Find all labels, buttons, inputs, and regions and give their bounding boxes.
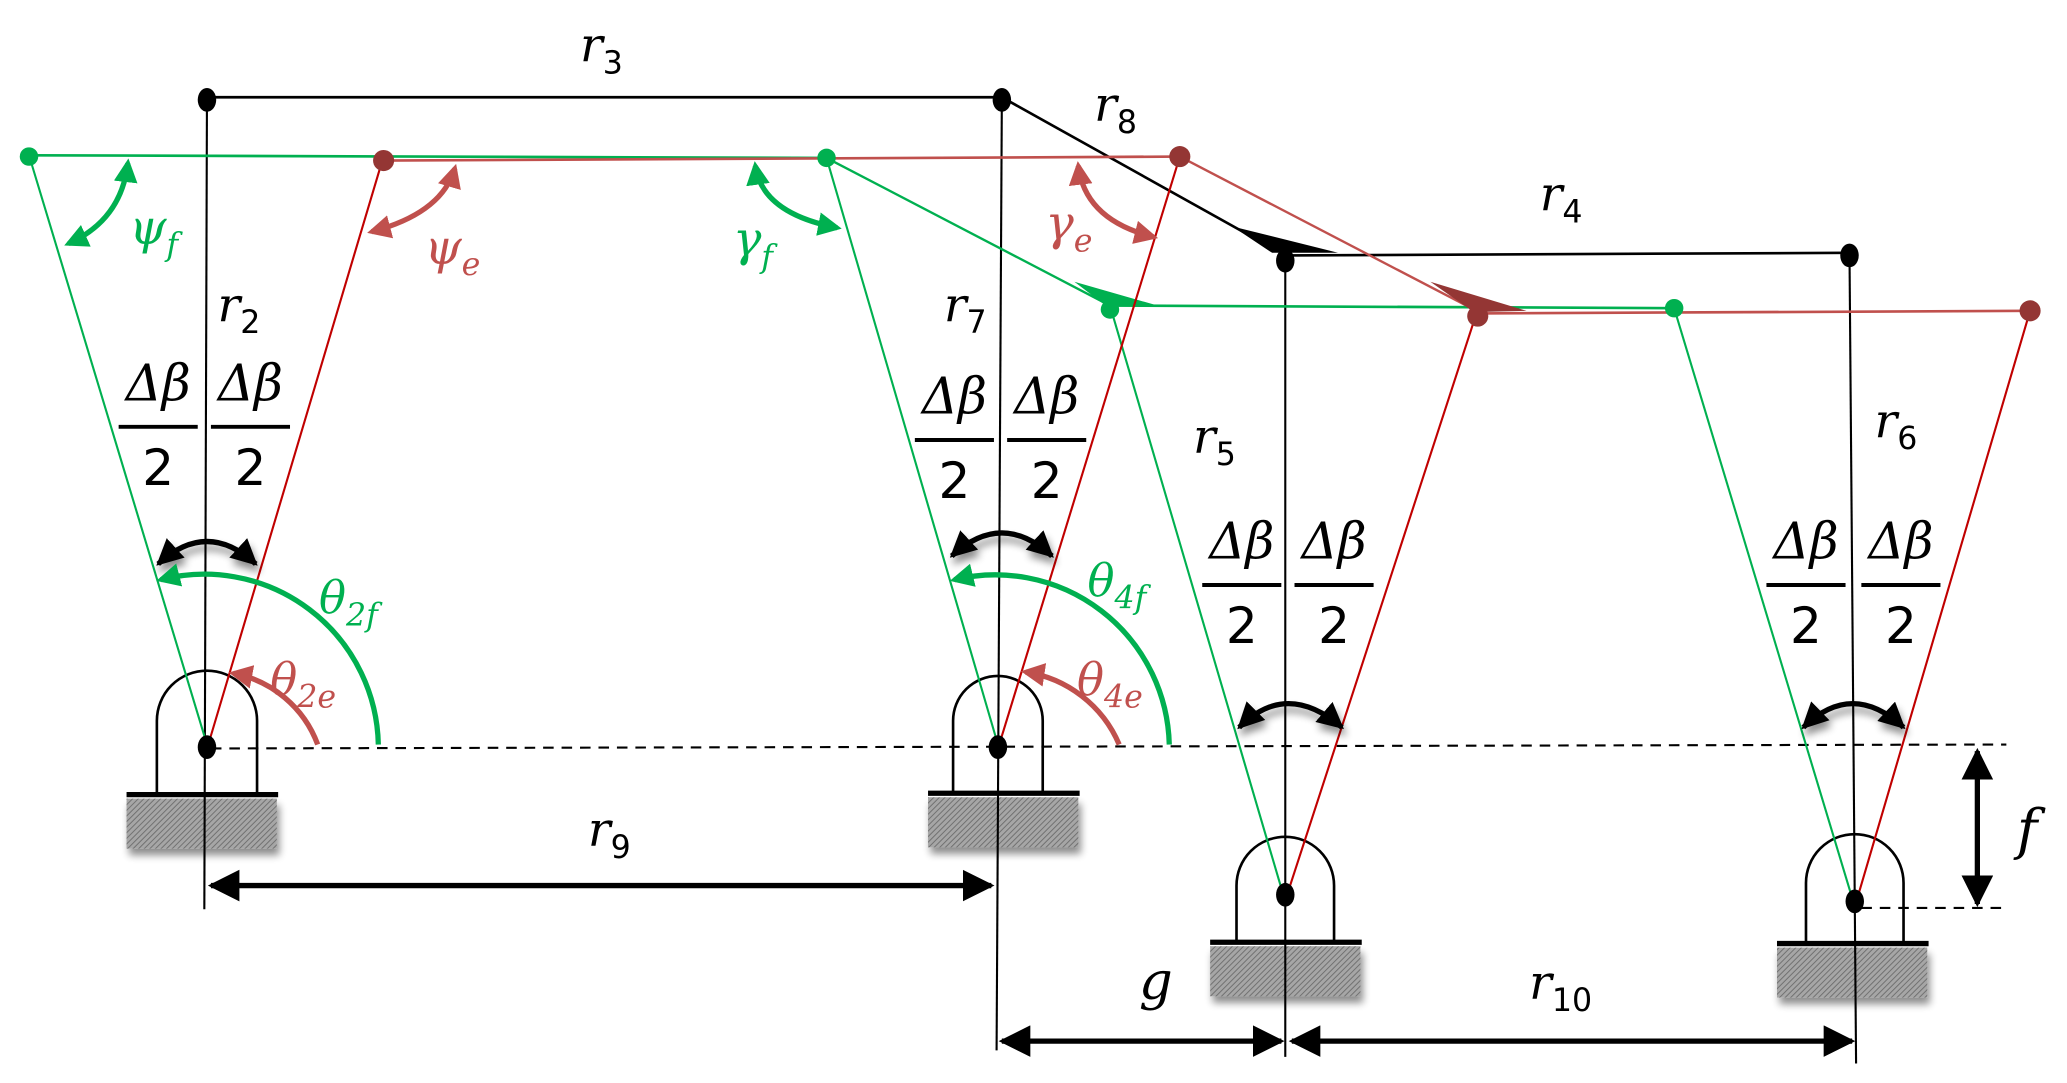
extended-joint-2	[1169, 146, 1191, 168]
fraction-denominator-r5-left: 2	[1226, 597, 1258, 655]
psi-f-arrow	[64, 158, 138, 247]
extended-joint-1	[373, 149, 395, 172]
extended-crank-r6	[1857, 310, 2032, 894]
label-r4: r4	[1540, 168, 1583, 231]
ground-pivot-r2	[197, 735, 217, 760]
joint-r3-r7	[992, 88, 1012, 112]
ground-block	[126, 798, 277, 849]
flexed-crank-r6	[1673, 307, 1852, 894]
ground-pivot-r6	[1845, 889, 1864, 914]
delta-beta-arrow-r7	[949, 530, 1054, 558]
label-psi-f: ψf	[129, 201, 183, 264]
fraction-denominator-r6-right: 2	[1885, 597, 1917, 655]
fraction-numerator-r5-right: Δβ	[1299, 513, 1366, 571]
label-r3: r3	[580, 19, 623, 82]
extended-crank-r7	[998, 156, 1181, 745]
extended-coupler-slant	[1179, 155, 1477, 312]
label-r10: r10	[1529, 956, 1592, 1019]
label-gamma-f: γf	[733, 212, 778, 275]
label-theta-4e: θ4e	[1077, 652, 1143, 715]
gamma-e-arrow	[1068, 161, 1159, 244]
flexed-joint-1	[19, 147, 39, 166]
theta-2f-arc	[156, 563, 381, 745]
fraction-denominator-r5-right: 2	[1318, 597, 1350, 655]
ground-pivot-r5	[1276, 882, 1295, 907]
flexed-coupler-bottom	[1109, 304, 1675, 310]
flexed-crank-r2	[27, 154, 208, 745]
ground-pivot-r7	[988, 735, 1008, 760]
extended-slant-arrowhead	[1430, 281, 1527, 313]
theta-2e-arc	[228, 665, 321, 746]
delta-beta-arrow-r2	[156, 538, 258, 566]
pivot-bracket	[155, 669, 259, 794]
link-r6-vertical	[1848, 252, 1858, 1064]
ground-support-r2	[126, 669, 279, 849]
fraction-denominator-r6-left: 2	[1790, 597, 1822, 655]
fraction-numerator-r2-right: Δβ	[216, 354, 283, 412]
flexed-joint-2	[817, 148, 836, 168]
ground-support-r6	[1776, 832, 1929, 998]
label-f: f	[2013, 799, 2046, 863]
extended-crank-r5	[1288, 313, 1478, 889]
flexed-coupler-slant	[825, 156, 1111, 307]
fraction-numerator-r6-right: Δβ	[1866, 513, 1933, 571]
label-r9: r9	[588, 803, 631, 866]
label-r6: r6	[1875, 394, 1918, 457]
joints	[19, 88, 2041, 914]
label-r8: r8	[1094, 78, 1137, 141]
ground-support-r7	[928, 674, 1080, 848]
joint-r4-r5	[1276, 248, 1295, 273]
fraction-denominator-r2-left: 2	[142, 439, 174, 497]
ground-block	[928, 797, 1079, 848]
gamma-f-arrow	[746, 161, 842, 236]
link-r4	[1285, 251, 1850, 257]
extended-crank-r2	[207, 160, 384, 745]
label-psi-e: ψe	[424, 220, 480, 283]
flexed-joint-4	[1664, 298, 1684, 318]
fraction-numerator-r7-right: Δβ	[1012, 368, 1079, 426]
label-r2: r2	[218, 278, 261, 341]
extended-joint-4	[2019, 300, 2041, 322]
flexed-configuration	[27, 153, 1852, 894]
label-r7: r7	[944, 278, 987, 341]
link-r2-vertical	[203, 97, 209, 910]
ground-block	[1776, 947, 1928, 998]
joint-r4-r6	[1840, 243, 1859, 268]
extended-configuration	[207, 155, 2032, 894]
flexed-joint-3	[1100, 300, 1120, 319]
fraction-numerator-r5-left: Δβ	[1207, 513, 1274, 571]
fraction-denominator-r7-left: 2	[938, 452, 970, 510]
psi-e-arrow	[367, 163, 461, 239]
fraction-numerator-r2-left: Δβ	[124, 354, 191, 412]
flexed-crank-r5	[1108, 305, 1283, 889]
fraction-denominator-r7-right: 2	[1031, 452, 1063, 510]
label-theta-2e: θ2e	[270, 652, 336, 715]
fraction-numerator-r7-left: Δβ	[920, 368, 987, 426]
extended-coupler-bottom	[1476, 309, 2031, 315]
theta-4f-arc	[949, 563, 1172, 745]
flexed-crank-r7	[825, 157, 999, 745]
fraction-denominator-r2-right: 2	[235, 439, 267, 497]
label-r5: r5	[1193, 410, 1236, 473]
horizontal-reference-line	[210, 743, 2007, 750]
label-theta-4f: θ4f	[1088, 554, 1152, 617]
flexed-coupler-top	[28, 153, 827, 160]
label-gamma-e: γe	[1045, 197, 1092, 260]
extended-joint-3	[1467, 305, 1489, 327]
fraction-numerator-r6-left: Δβ	[1771, 513, 1838, 571]
extended-coupler-top	[382, 155, 1180, 162]
label-theta-2f: θ2f	[319, 571, 383, 634]
theta-4e-arc	[1020, 663, 1122, 746]
delta-beta-arrow-r6	[1801, 701, 1906, 730]
delta-beta-arrow-r5	[1237, 701, 1344, 730]
joint-r2-r3	[197, 88, 217, 112]
label-g: g	[1139, 951, 1173, 1012]
